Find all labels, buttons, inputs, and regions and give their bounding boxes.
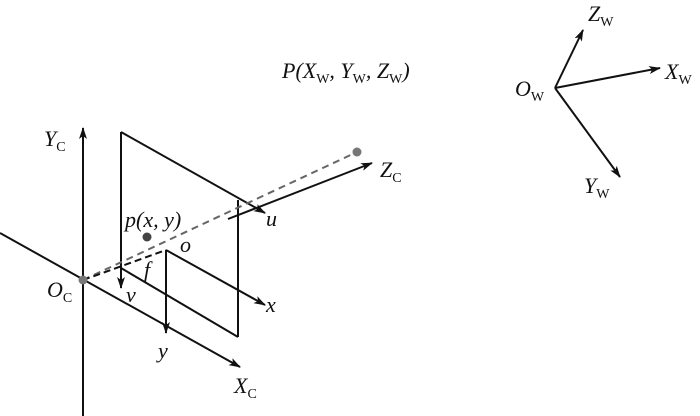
world-point-P xyxy=(352,147,362,157)
yw-axis xyxy=(554,87,621,178)
label-yw: YW xyxy=(584,173,610,202)
label-oc: OC xyxy=(47,277,72,306)
label-ow: OW xyxy=(515,76,545,105)
label-v: v xyxy=(126,282,136,307)
label-zc: ZC xyxy=(380,157,402,186)
label-o: o xyxy=(180,232,191,257)
label-zw: ZW xyxy=(588,1,614,30)
u-axis xyxy=(120,131,266,214)
label-yc: YC xyxy=(44,126,66,155)
xw-axis xyxy=(554,66,661,89)
label-u: u xyxy=(266,206,277,231)
focal-length-line xyxy=(82,249,167,281)
label-p-point: p(x, y) xyxy=(123,207,181,232)
label-y: y xyxy=(156,338,168,363)
zw-axis xyxy=(554,29,584,89)
label-P-point: P(XW, YW, ZW) xyxy=(281,58,410,87)
x-axis xyxy=(165,249,266,306)
image-plane-bottom-edge xyxy=(120,267,239,338)
label-xc: XC xyxy=(233,373,257,402)
projection-ray xyxy=(82,151,358,281)
image-point-p xyxy=(142,232,152,242)
label-x: x xyxy=(265,292,276,317)
label-f: f xyxy=(144,257,153,282)
zc-axis xyxy=(227,162,373,220)
label-xw: XW xyxy=(664,59,692,88)
camera-origin-point xyxy=(78,275,88,285)
xc-axis xyxy=(0,232,241,368)
